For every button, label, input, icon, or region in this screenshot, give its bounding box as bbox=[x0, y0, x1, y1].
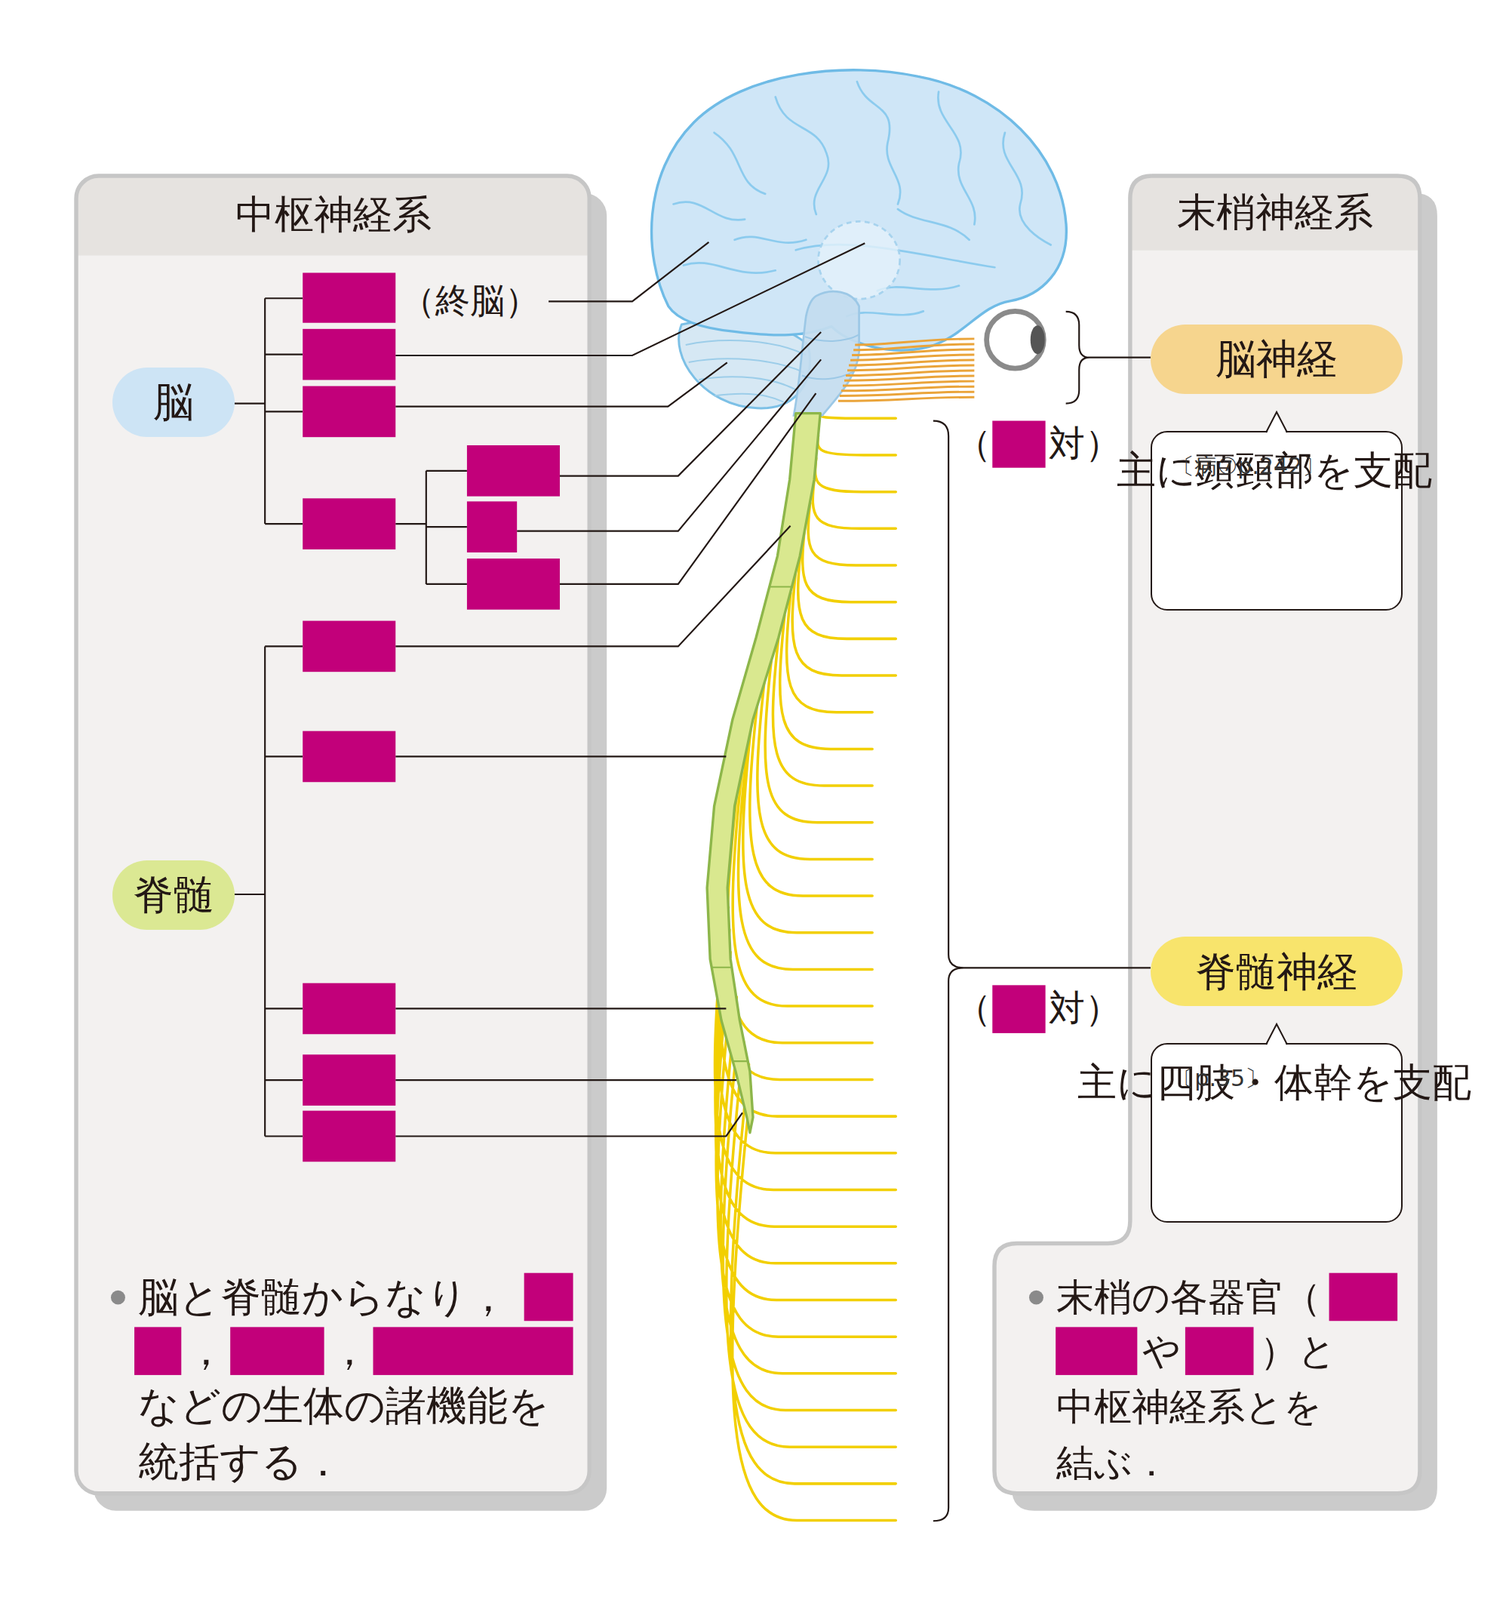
answer-blank bbox=[303, 328, 397, 380]
page-reference: 〔病⑦p.242〕 bbox=[1171, 448, 1325, 483]
note-text: や bbox=[1142, 1327, 1181, 1374]
answer-blank bbox=[1329, 1272, 1399, 1321]
spinal-bracket bbox=[933, 420, 1151, 1521]
panel-ground bbox=[76, 175, 590, 1494]
answer-blank bbox=[303, 385, 397, 437]
answer-blank bbox=[524, 1272, 574, 1321]
bullet-dot bbox=[1029, 1289, 1044, 1304]
part-label: （終脳） bbox=[400, 279, 540, 322]
note-text: 末梢の各器官（ bbox=[1056, 1274, 1322, 1320]
answer-blank bbox=[1056, 1326, 1138, 1375]
answer-blank bbox=[992, 984, 1046, 1033]
note-text: ）と中枢神経系とを結ぶ． bbox=[1056, 1322, 1344, 1491]
note-text: などの生体の諸機能を統括する． bbox=[138, 1377, 563, 1490]
answer-blank bbox=[467, 500, 517, 553]
category-label: 脊髄 bbox=[132, 872, 215, 917]
panel-heading: 末梢神経系 bbox=[1130, 175, 1420, 251]
panel-border bbox=[994, 175, 1420, 1494]
bracket-paren: （ bbox=[955, 986, 992, 1030]
panel-border bbox=[76, 175, 590, 1494]
callout-tail bbox=[1265, 1023, 1288, 1046]
panel-ground bbox=[994, 175, 1420, 1494]
answer-blank bbox=[303, 497, 397, 550]
answer-blank bbox=[230, 1326, 325, 1375]
spinal-nerves bbox=[714, 413, 896, 1521]
answer-blank bbox=[467, 558, 560, 610]
answer-blank bbox=[303, 272, 397, 323]
panel-header-band bbox=[76, 175, 590, 256]
answer-blank bbox=[134, 1326, 182, 1375]
cranial-nerves bbox=[838, 338, 975, 401]
cerebellum-folia bbox=[685, 340, 807, 403]
answer-blank bbox=[992, 420, 1046, 468]
panel-heading: 中枢神経系 bbox=[76, 175, 590, 256]
cerebrum-gyri bbox=[673, 81, 1052, 317]
page-reference: 〔p.35〕 bbox=[1171, 1060, 1268, 1095]
category-label: 脳 bbox=[153, 379, 194, 425]
answer-blank bbox=[303, 730, 397, 782]
category-pill: 脊髄 bbox=[112, 860, 235, 930]
panel-header-band bbox=[1130, 175, 1420, 251]
answer-blank bbox=[373, 1326, 574, 1375]
answer-blanks bbox=[134, 272, 573, 1374]
callout-tail bbox=[1265, 411, 1288, 434]
count-label: 対） bbox=[1048, 421, 1122, 466]
callout-bubble: 主に頭頸部を支配〔病⑦p.242〕 bbox=[1150, 430, 1403, 611]
category-label: 脊髄神経 bbox=[1195, 949, 1359, 994]
bracket-paren: （ bbox=[955, 421, 992, 466]
note-text: ， bbox=[328, 1326, 370, 1376]
category-label: 脳神経 bbox=[1215, 336, 1338, 382]
spinal-segment-lines bbox=[711, 586, 793, 1061]
bullet-dot bbox=[110, 1289, 126, 1304]
callout-bubble: 主に四肢・体幹を支配〔p.35〕 bbox=[1150, 1042, 1403, 1223]
note-text: 脳と脊髄からなり， bbox=[138, 1272, 509, 1322]
answer-blank bbox=[303, 620, 397, 672]
answer-blank bbox=[303, 982, 397, 1034]
category-pill: 脳神経 bbox=[1150, 324, 1403, 394]
tree-lines bbox=[234, 298, 468, 1136]
note-text: ， bbox=[185, 1326, 227, 1376]
answer-blank bbox=[303, 1109, 397, 1162]
cranial-bracket bbox=[1066, 310, 1151, 403]
category-pill: 脳 bbox=[112, 367, 235, 437]
answer-blank bbox=[303, 1054, 397, 1106]
answer-blank bbox=[467, 445, 560, 497]
category-pill: 脊髄神経 bbox=[1150, 936, 1403, 1006]
answer-blank bbox=[1185, 1326, 1254, 1375]
count-label: 対） bbox=[1048, 986, 1122, 1030]
leader-lines bbox=[396, 241, 866, 1136]
eye-pupil bbox=[1030, 325, 1045, 354]
